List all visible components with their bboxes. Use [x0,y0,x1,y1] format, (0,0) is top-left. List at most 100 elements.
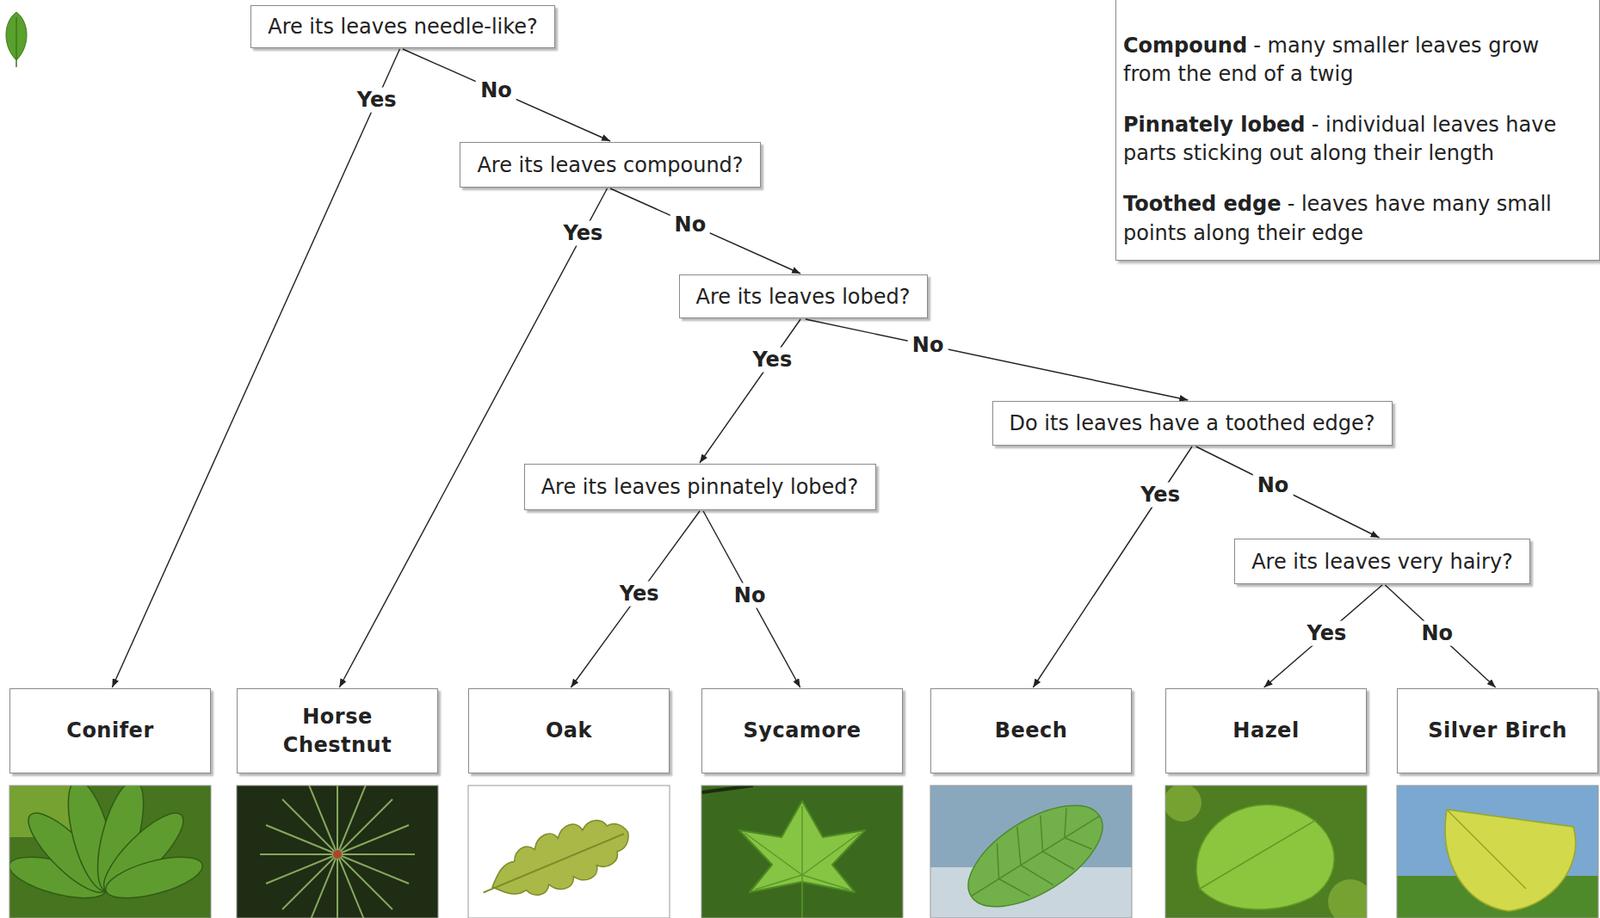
vein [754,875,803,890]
hazel-midrib [1199,820,1316,890]
palmate-leaf [9,785,207,907]
tree-name: Oak [545,716,593,745]
question-text: Are its leaves needle-like? [267,13,538,40]
question-text: Are its leaves lobed? [696,284,911,310]
question-text: Do its leaves have a toothed edge? [1009,410,1376,437]
photo-frame [468,785,670,918]
photo-frame [9,785,211,918]
vein [970,815,1100,896]
question-text: Are its leaves compound? [476,152,743,179]
horse-chestnut-photo [5,776,211,918]
birch-photo [1396,785,1599,918]
stalk [801,875,804,918]
glossary-box: Compound- many smaller leaves grow from … [1115,0,1600,261]
connector-arrow [699,319,801,464]
bokeh [1165,785,1202,822]
vein [982,843,1014,879]
leaflet [101,849,207,908]
branch-label: Yes [747,346,797,372]
connector-arrow [1384,585,1495,688]
vein [1025,815,1058,853]
branch-label: Yes [615,581,664,607]
bokeh [1328,879,1367,918]
branch-label: No [1416,621,1458,647]
birch-midrib [1446,809,1526,890]
vein [1042,842,1075,879]
bud [333,850,342,859]
beech-leaf [951,785,1119,918]
photo-frame [1396,785,1599,918]
glossary-entry: Pinnately lobed- individual leaves have … [1123,111,1589,168]
photo-ground [1396,785,1599,918]
connector-arrow [1264,585,1383,688]
connector-arrow [339,188,607,688]
branch-label: No [1253,472,1294,498]
needle [337,854,367,918]
question-box: Are its leaves very hairy? [1234,538,1531,585]
connector-arrow [610,188,801,274]
branch-label: No [475,78,517,104]
pine-needles [259,785,415,918]
needle [282,854,338,910]
oak-photo [468,785,670,918]
tree-name-box: Conifer [9,688,211,774]
branch-label: No [908,333,949,359]
glossary-term: Toothed edge [1123,191,1281,217]
photo-frame [701,785,903,918]
needle [336,785,339,855]
oak-blade [481,805,639,915]
vein [1051,808,1080,838]
photo-frame [1165,785,1367,918]
question-box: Do its leaves have a toothed edge? [992,401,1393,446]
vein [802,875,850,890]
needle [282,799,338,855]
vein [1064,828,1093,859]
leaf-icon-stalk [15,17,18,68]
tree-name-box: Hazel [1165,688,1367,774]
vein [1020,856,1054,896]
tree-name-box: Horse Chestnut [236,688,439,774]
connector-arrow [111,49,400,688]
tree-name: Conifer [66,716,154,745]
tree-name-box: Oak [468,688,670,774]
branch-label: Yes [559,221,608,247]
tree-name: Horse Chestnut [251,703,424,760]
connector-arrow [1032,446,1193,688]
question-text: Are its leaves pinnately lobed? [541,474,859,501]
tree-name: Hazel [1232,716,1299,745]
needle [337,799,393,855]
connector-arrow [1196,446,1380,538]
branch-label: Yes [352,87,402,113]
glossary-entry: Compound- many smaller leaves grow from … [1123,31,1589,89]
beech-blade [951,785,1119,918]
leaf-icon [6,12,27,68]
vein [1002,827,1036,866]
birch-leaf [1445,809,1576,912]
needle [265,854,338,884]
connector-arrow [570,511,700,688]
question-box: Are its leaves needle-like? [250,5,556,49]
needle [259,853,338,856]
question-box: Are its leaves pinnately lobed? [524,463,877,511]
vein [801,806,804,876]
hazel-leaf [1196,804,1335,910]
vein [744,833,803,876]
needle [337,825,409,855]
connector-arrow [805,319,1188,401]
vein [802,833,860,876]
photo-ground [468,785,670,918]
question-box: Are its leaves compound? [459,142,761,188]
branch-label: Yes [1303,621,1352,647]
branch-label: No [670,211,711,237]
tree-name: Beech [994,716,1069,745]
branch-label: No [729,583,771,609]
leaf-veins [952,786,1119,918]
question-box: Are its leaves lobed? [679,274,928,319]
needle [337,854,393,910]
needle [337,853,415,856]
conifer-photo [236,777,439,918]
needle [308,785,338,855]
glossary-term: Compound [1123,33,1248,58]
twig [701,785,754,793]
connector-arrow [402,49,611,142]
